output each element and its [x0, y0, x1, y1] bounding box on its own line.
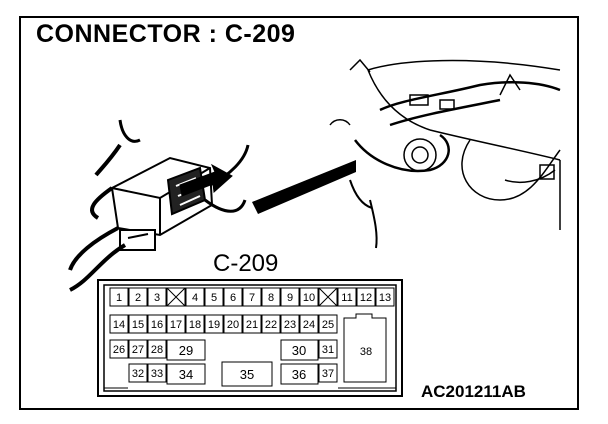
pin-cell-23: [280, 314, 300, 334]
pin-cell-3: [147, 287, 167, 307]
pin-cell-11: [337, 287, 357, 307]
pin-label: 7: [249, 292, 255, 304]
pin-cell-18: [185, 314, 205, 334]
pin-label: 38: [360, 346, 372, 358]
pin-cell-30: [280, 339, 319, 361]
pointer-wedge-large: [252, 160, 356, 214]
pin-label: 24: [303, 319, 315, 331]
pin-cell-36: [280, 363, 319, 385]
pointer-arrow-small: [179, 163, 233, 197]
pin-cell-28: [147, 339, 167, 359]
pin-cell-blank: [166, 287, 186, 307]
pin-cell-37: [318, 363, 338, 383]
pin-label: 1: [116, 292, 122, 304]
pin-label: 37: [322, 368, 334, 380]
pin-cell-35: [221, 361, 273, 387]
pin-label: 23: [284, 319, 296, 331]
pin-label: 25: [322, 319, 334, 331]
pin-label: 11: [341, 292, 352, 304]
pin-label: 26: [113, 344, 125, 356]
pin-cell-26: [109, 339, 129, 359]
connector-label: C-209: [213, 250, 279, 277]
pin-cell-33: [147, 363, 167, 383]
pin-cell-15: [128, 314, 148, 334]
connector-housing-outline: [97, 279, 403, 397]
pin-cell-32: [128, 363, 148, 383]
pin-cell-9: [280, 287, 300, 307]
pin-label: 27: [132, 344, 144, 356]
pin-label: 19: [208, 319, 220, 331]
pin-label: 21: [246, 319, 258, 331]
pin-label: 15: [132, 319, 144, 331]
pin-label: 12: [360, 292, 372, 304]
figure-code: AC201211AB: [421, 382, 526, 401]
pin-label: 34: [179, 367, 193, 382]
blank-pin-mark: [318, 287, 338, 307]
pin-label: 22: [265, 319, 277, 331]
pin-label: 33: [151, 368, 163, 380]
pin-cell-14: [109, 314, 129, 334]
pin-cell-27: [128, 339, 148, 359]
pin-label: 9: [287, 292, 293, 304]
pin-cell-20: [223, 314, 243, 334]
pin-label: 29: [179, 343, 193, 358]
diagram-frame: [19, 16, 579, 410]
pin-row-1: 1 2 3 4 5 6 7 8 9 10 11 12 13: [109, 287, 395, 307]
pin-label: 2: [135, 292, 141, 304]
pin-label: 10: [303, 292, 315, 304]
pin-cell-12: [356, 287, 376, 307]
pin-cell-25: [318, 314, 338, 334]
pin-label: 8: [268, 292, 274, 304]
blank-pin-mark: [166, 287, 186, 307]
pin-cell-24: [299, 314, 319, 334]
pin-cell-38: [343, 313, 387, 383]
pin-label: 31: [322, 344, 334, 356]
pin-cell-6: [223, 287, 243, 307]
pin-label: 35: [240, 367, 254, 382]
pin-label: 32: [132, 368, 144, 380]
pin-cell-19: [204, 314, 224, 334]
pin-cell-10: [299, 287, 319, 307]
pin-label: 4: [192, 292, 198, 304]
pin-cell-34: [166, 363, 206, 385]
pin-cell-7: [242, 287, 262, 307]
pin-cell-8: [261, 287, 281, 307]
pin-label: 20: [227, 319, 239, 331]
pin-cell-blank: [318, 287, 338, 307]
pin-cell-31: [318, 339, 338, 359]
pin-cell-5: [204, 287, 224, 307]
pin-cell-21: [242, 314, 262, 334]
pin-label: 13: [379, 292, 391, 304]
pin-label: 6: [230, 292, 236, 304]
pin-label: 16: [151, 319, 163, 331]
pin-cell-1: [109, 287, 129, 307]
pin-cell-22: [261, 314, 281, 334]
pin-label: 14: [113, 319, 125, 331]
pin-row-3: 26 27 28 29 30 31: [109, 339, 338, 361]
connector-housing-inner: [103, 284, 397, 392]
pin-label: 18: [189, 319, 201, 331]
pin-cell-4: [185, 287, 205, 307]
pin-label: 17: [170, 319, 182, 331]
pin-label: 36: [292, 367, 306, 382]
pin-label: 5: [211, 292, 217, 304]
pin-cell-16: [147, 314, 167, 334]
diagram-title: CONNECTOR : C-209: [36, 20, 296, 48]
pin-label: 3: [154, 292, 160, 304]
pin-cell-2: [128, 287, 148, 307]
dashboard-wiring-drawing: [329, 58, 561, 249]
pin-row-4: 32 33 34 35 36 37: [128, 361, 338, 387]
pin-cell-13: [375, 287, 395, 307]
pin-row-2: 14 15 16 17 18 19 20 21 22 23 24 25: [109, 314, 338, 334]
pin-label: 28: [151, 344, 163, 356]
pin-cell-17: [166, 314, 186, 334]
pin-cell-29: [166, 339, 206, 361]
pin-label: 30: [292, 343, 306, 358]
